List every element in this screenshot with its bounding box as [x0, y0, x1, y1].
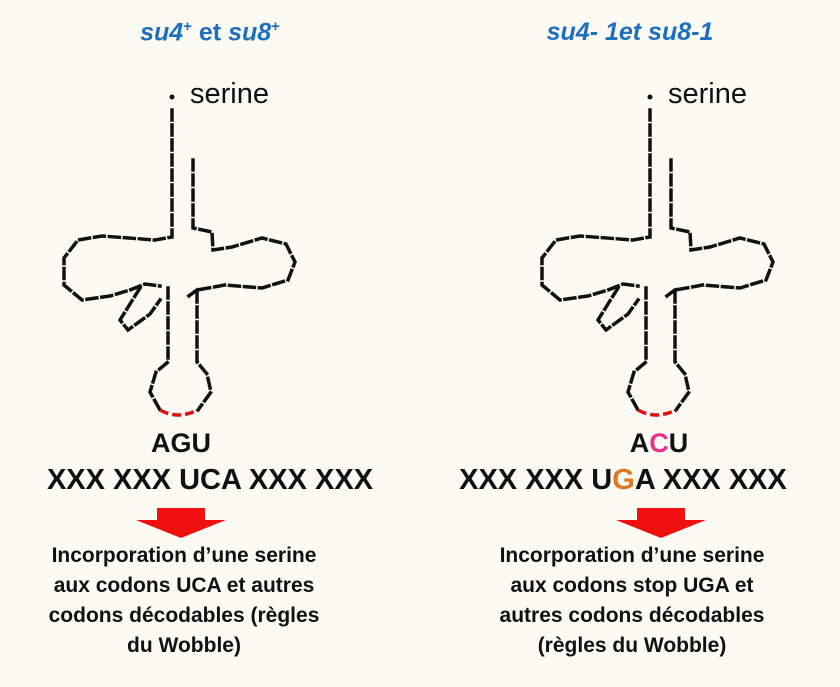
description-line: Incorporation d’une serine [51, 544, 317, 567]
description: Incorporation d’une serine aux codons st… [452, 541, 812, 661]
anticodon-stem-left [148, 286, 170, 413]
gene-su8: su8 [228, 18, 272, 47]
description-line: du Wobble) [127, 634, 241, 657]
gene-su8-superscript: + [271, 18, 280, 35]
acceptor-stem-3prime [669, 158, 775, 413]
acceptor-stem-5prime [540, 108, 652, 302]
amino-acid-label: serine [668, 78, 747, 110]
trna-diagram [540, 94, 775, 417]
three-prime-end [169, 94, 175, 100]
anticodon-base-1: A [629, 428, 650, 458]
acceptor-stem-5prime [62, 108, 174, 302]
description-line: autres codons décodables [499, 604, 765, 627]
panel-mutant: su4- 1et su8-1 serine ACU XXX XXX UGA XX… [420, 0, 840, 687]
mrna-sequence: XXX XXX UCA XXX XXX [0, 464, 420, 497]
three-prime-end [647, 94, 653, 100]
mutant-genes: su4- 1et su8-1 [546, 18, 714, 46]
description: Incorporation d’une serine aux codons UC… [4, 541, 364, 661]
anticodon-loop [159, 408, 199, 417]
description-line: aux codons UCA et autres [53, 574, 315, 597]
codon-mutated-base: G [612, 464, 635, 496]
gene-su4-superscript: + [183, 18, 192, 35]
codons-after: A XXX XXX [634, 464, 787, 496]
description-line: (règles du Wobble) [537, 634, 727, 657]
acceptor-stem-3prime [191, 158, 297, 413]
codon-focus: UCA [179, 464, 241, 496]
codons-after: XXX XXX [240, 464, 374, 496]
trna-diagram [62, 94, 297, 417]
t-arm-inner [661, 287, 678, 301]
description-line: Incorporation d’une serine [499, 544, 765, 567]
anticodon: AGU [151, 428, 211, 458]
panel-wild-type: su4+ et su8+ serine AGU XXX XXX UCA XXX … [0, 18, 420, 661]
gene-su4: su4 [140, 18, 184, 47]
mrna-sequence: XXX XXX UGA XXX XXX [413, 464, 833, 497]
anticodon-mutated-base: C [649, 428, 669, 458]
panel-title: su4- 1et su8-1 [420, 18, 840, 47]
description-line: codons décodables (règles [48, 604, 320, 627]
anticodon-stem-left [626, 286, 648, 413]
codons-before: XXX XXX U [459, 464, 613, 496]
d-arm-loop [595, 285, 641, 333]
anticodon-loop [637, 408, 677, 417]
amino-acid-label: serine [190, 78, 269, 110]
panel-title: su4+ et su8+ [0, 18, 420, 47]
description-line: aux codons stop UGA et [510, 574, 754, 597]
down-arrow-icon [616, 508, 706, 538]
title-conjunction: et [191, 18, 229, 47]
d-arm-loop [117, 285, 163, 333]
codons-before: XXX XXX [46, 464, 180, 496]
t-arm-inner [183, 287, 200, 301]
anticodon-base-3: U [668, 428, 689, 458]
down-arrow-icon [136, 508, 226, 538]
anticodon: ACU [599, 428, 719, 459]
